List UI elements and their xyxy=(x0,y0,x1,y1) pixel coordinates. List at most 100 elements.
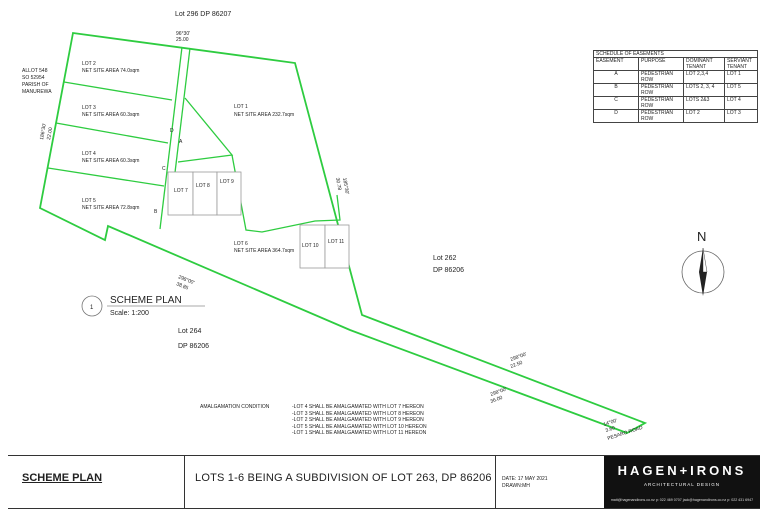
bearing-lower-right-2-angle: 298°00' xyxy=(490,386,508,397)
bearing-right-angle: 185°30' xyxy=(341,177,350,195)
site-boundary xyxy=(38,31,648,434)
easement-header-purpose: PURPOSE xyxy=(638,57,684,71)
title-block: SCHEME PLAN LOTS 1-6 BEING A SUBDIVISION… xyxy=(8,455,760,509)
easement-cell: PEDESTRIAN ROW xyxy=(638,70,684,84)
easement-header-easement: EASEMENT xyxy=(593,57,639,71)
easement-cell: LOT 5 xyxy=(724,83,758,97)
north-label: N xyxy=(697,229,706,244)
easement-cell: LOT 2 xyxy=(683,109,725,123)
list-item: -LOT 4 SHALL BE AMALGAMATED WITH LOT 7 H… xyxy=(292,404,424,410)
garage-lot-7: LOT 7 xyxy=(174,188,188,194)
easement-cell: PEDESTRIAN ROW xyxy=(638,83,684,97)
description-cell: LOTS 1-6 BEING A SUBDIVISION OF LOT 263,… xyxy=(185,456,496,508)
brand-subtitle: ARCHITECTURAL DESIGN xyxy=(643,482,721,487)
bearing-lower-right-1-angle: 298°00' xyxy=(510,351,528,362)
bearing-road-length: 3.60 xyxy=(605,425,616,434)
easement-c-label: C xyxy=(162,166,166,172)
list-item: -LOT 1 SHALL BE AMALGAMATED WITH LOT 11 … xyxy=(292,430,427,436)
lot-3-area: NET SITE AREA 60.3sqm xyxy=(82,112,139,118)
easement-cell: LOT 4 xyxy=(724,96,758,110)
brand-contact: matt@hagenandirons.co.nz p: 022 469 0707… xyxy=(610,498,754,502)
lot-3-name: LOT 3 xyxy=(82,105,96,111)
lot-4-area: NET SITE AREA 60.3sqm xyxy=(82,158,139,164)
bearing-top-length: 25.00 xyxy=(176,37,189,43)
amalgamation-conditions: AMALGAMATION CONDITION -LOT 4 SHALL BE A… xyxy=(200,404,427,436)
bearing-lower-left-angle: 298°00' xyxy=(177,274,195,286)
allot-label-4: MANUREWA xyxy=(22,89,52,95)
easement-header-servient: SERVIANT TENANT xyxy=(724,57,758,71)
lot-4-name: LOT 4 xyxy=(82,151,96,157)
easement-header-row: EASEMENT PURPOSE DOMINANT TENANT SERVIAN… xyxy=(593,57,758,71)
easement-cell: C xyxy=(593,96,639,110)
bearing-lower-right-2-length: 36.00 xyxy=(490,395,504,405)
easement-cell: LOT 3 xyxy=(724,109,758,123)
easement-schedule-caption: SCHEDULE OF EASEMENTS xyxy=(593,50,758,58)
drawing-date: DATE: 17 MAY 2021 xyxy=(502,476,548,482)
plan-number: 1 xyxy=(90,305,94,311)
bearing-lower-left-length: 38.85 xyxy=(175,281,189,291)
sheet-description: LOTS 1-6 BEING A SUBDIVISION OF LOT 263,… xyxy=(195,472,492,484)
easement-header-dominant: DOMINANT TENANT xyxy=(683,57,725,71)
easement-cell: LOTS 2&3 xyxy=(683,96,725,110)
easement-d-label: D xyxy=(170,128,174,134)
table-row: A PEDESTRIAN ROW LOT 2,3,4 LOT 1 xyxy=(593,70,758,84)
plan-number-circle xyxy=(81,295,103,317)
right-neighbour-dp: DP 86206 xyxy=(433,267,464,274)
easement-cell: A xyxy=(593,70,639,84)
allot-label-2: SO 52954 xyxy=(22,75,45,81)
bearing-top-angle: 96°30' xyxy=(176,31,190,37)
easement-schedule: SCHEDULE OF EASEMENTS EASEMENT PURPOSE D… xyxy=(593,50,758,123)
amalgamation-label: AMALGAMATION CONDITION xyxy=(200,404,270,410)
garage-lot-8: LOT 8 xyxy=(196,183,210,189)
bearing-lower-right-1-length: 22.50 xyxy=(510,360,524,370)
right-neighbour-lot: Lot 262 xyxy=(433,255,456,262)
drawn-by: DRAWN:MH xyxy=(502,482,530,489)
easement-cell: PEDESTRIAN ROW xyxy=(638,96,684,110)
lot-2-name: LOT 2 xyxy=(82,61,96,67)
lot-5-name: LOT 5 xyxy=(82,198,96,204)
lot-1-area: NET SITE AREA 232.7sqm xyxy=(234,112,294,118)
lot-1-name: LOT 1 xyxy=(234,104,248,110)
plan-title: SCHEME PLAN xyxy=(110,295,182,306)
table-row: D PEDESTRIAN ROW LOT 2 LOT 3 xyxy=(593,109,758,123)
easement-a-label: A xyxy=(179,139,183,145)
table-row: B PEDESTRIAN ROW LOTS 2, 3, 4 LOT 5 xyxy=(593,83,758,97)
easement-cell: B xyxy=(593,83,639,97)
date-cell: DATE: 17 MAY 2021 DRAWN:MH xyxy=(502,476,548,489)
north-arrow-icon xyxy=(681,247,725,296)
bearing-road-angle: 14°00' xyxy=(603,418,618,428)
easement-cell: LOT 1 xyxy=(724,70,758,84)
allot-label-3: PARISH OF xyxy=(22,82,49,88)
bearing-left-angle: 186°30' xyxy=(39,123,48,141)
lot-5-area: NET SITE AREA 72.8sqm xyxy=(82,205,139,211)
lot-lines xyxy=(47,46,341,233)
bearing-right-length: 30.78 xyxy=(334,177,342,191)
allot-label-1: ALLOT 548 xyxy=(22,68,48,74)
sheet-title-cell: SCHEME PLAN xyxy=(8,456,185,508)
top-neighbour-label: Lot 296 DP 86207 xyxy=(175,11,231,18)
lot-6-area: NET SITE AREA 364.7sqm xyxy=(234,248,294,254)
lot-2-area: NET SITE AREA 74.0sqm xyxy=(82,68,139,74)
brand-logo: HAGEN+IRONS ARCHITECTURAL DESIGN matt@ha… xyxy=(604,456,760,508)
sheet-title: SCHEME PLAN xyxy=(22,472,103,484)
garage-lot-9: LOT 9 xyxy=(220,179,234,185)
bearing-left-length: 22.00 xyxy=(46,127,54,141)
bottom-neighbour-dp: DP 86206 xyxy=(178,343,209,350)
site-plan-drawing: Lot 296 DP 86207 ALLOT 548 SO 52954 PARI… xyxy=(22,11,725,442)
lot-6-name: LOT 6 xyxy=(234,241,248,247)
easement-cell: PEDESTRIAN ROW xyxy=(638,109,684,123)
easement-b-label: B xyxy=(154,209,158,215)
plan-scale: Scale: 1:200 xyxy=(110,310,149,317)
garage-lot-11: LOT 11 xyxy=(328,239,344,245)
list-item: -LOT 5 SHALL BE AMALGAMATED WITH LOT 10 … xyxy=(292,423,427,430)
brand-name: HAGEN+IRONS xyxy=(617,463,747,478)
easement-cell: D xyxy=(593,109,639,123)
bottom-neighbour-lot: Lot 264 xyxy=(178,328,201,335)
list-item: -LOT 3 SHALL BE AMALGAMATED WITH LOT 8 H… xyxy=(292,410,424,417)
garage-lot-10: LOT 10 xyxy=(302,243,319,249)
table-row: C PEDESTRIAN ROW LOTS 2&3 LOT 4 xyxy=(593,96,758,110)
list-item: -LOT 2 SHALL BE AMALGAMATED WITH LOT 9 H… xyxy=(292,417,424,423)
easement-cell: LOTS 2, 3, 4 xyxy=(683,83,725,97)
easement-cell: LOT 2,3,4 xyxy=(683,70,725,84)
garage-units xyxy=(167,171,350,269)
